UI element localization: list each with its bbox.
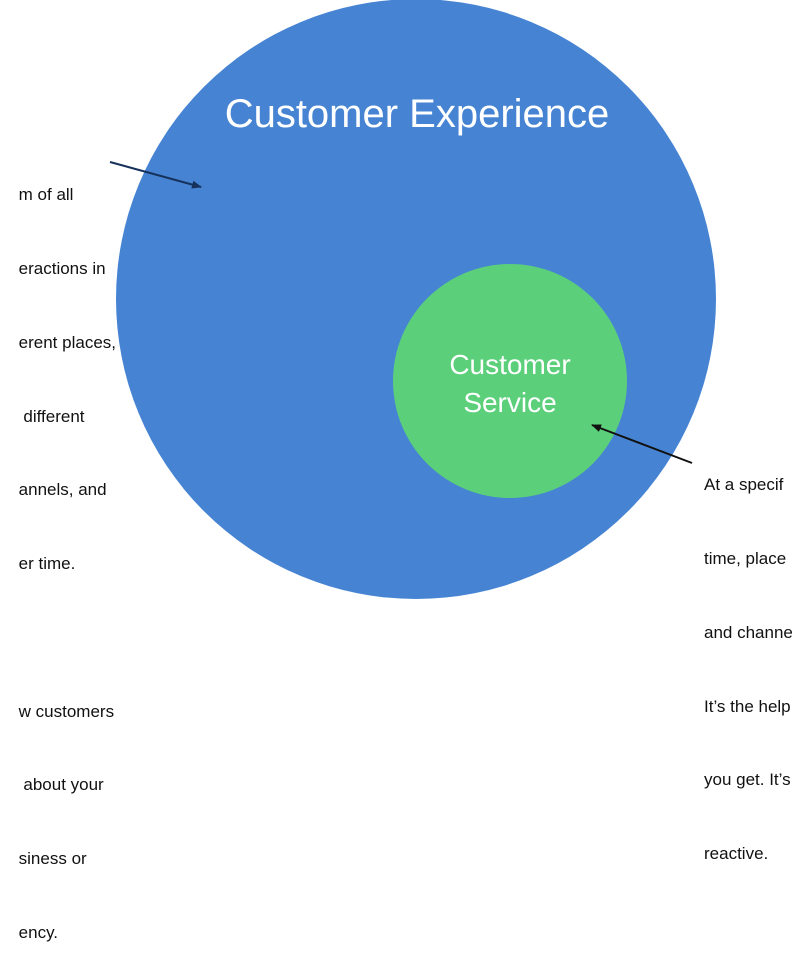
note-line: erent places, xyxy=(18,332,116,352)
note-line: reactive. xyxy=(704,844,769,864)
customer-service-label-line: Service xyxy=(463,387,557,418)
customer-service-label: Customer Service xyxy=(410,346,610,422)
note-line: you get. It’s xyxy=(704,770,791,790)
customer-experience-label: Customer Experience xyxy=(224,92,610,136)
note-line: w customers xyxy=(18,701,115,721)
note-line: ency. xyxy=(18,923,59,942)
note-line: time, place xyxy=(704,548,787,568)
note-line: At a specif xyxy=(704,475,784,495)
customer-service-circle xyxy=(393,264,627,498)
experience-arrow xyxy=(109,161,202,189)
note-line: siness or xyxy=(18,849,87,869)
note-line: m of all xyxy=(18,185,74,205)
note-line: different xyxy=(18,406,85,426)
venn-diagram xyxy=(109,0,716,599)
note-line: annels, and xyxy=(18,480,107,500)
note-line: and channe xyxy=(704,622,793,642)
customer-experience-description: m of all eractions in erent places, diff… xyxy=(19,134,116,970)
note-line: about your xyxy=(18,775,104,795)
note-line: It’s the help xyxy=(704,696,791,716)
customer-service-label-line: Customer xyxy=(449,349,571,380)
note-line xyxy=(19,626,116,651)
customer-service-description: At a specif time, place and channe It’s … xyxy=(704,424,793,891)
note-line: eractions in xyxy=(18,258,106,278)
service-arrow xyxy=(591,424,693,464)
note-line: er time. xyxy=(18,554,76,574)
customer-experience-circle xyxy=(116,0,716,599)
